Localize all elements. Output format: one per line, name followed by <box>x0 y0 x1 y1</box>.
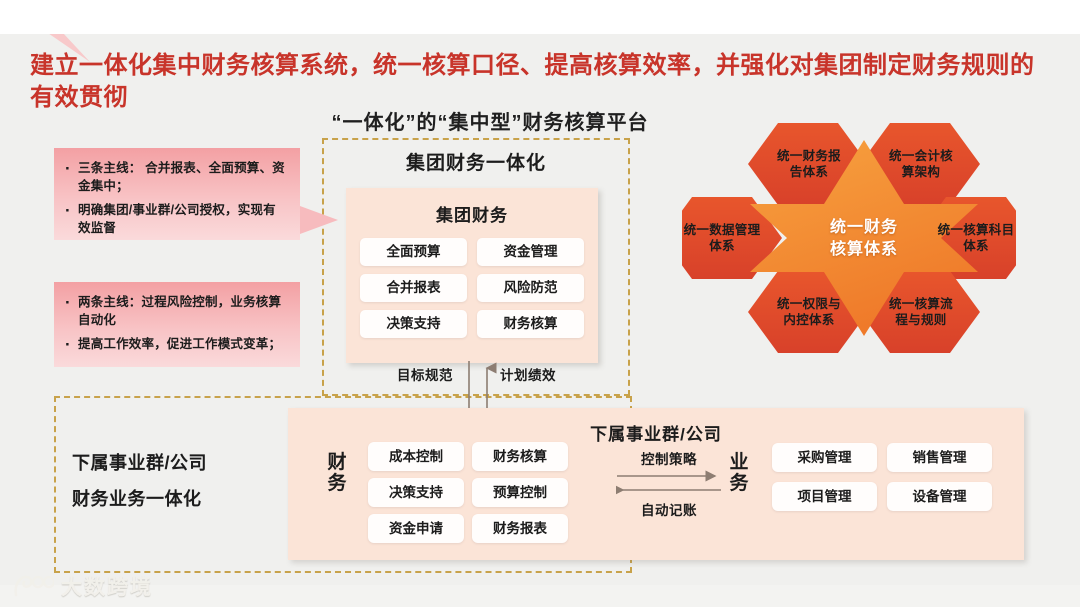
callout-1-bullet-2: 明确集团/事业群/公司授权，实现有效监督 <box>65 199 288 237</box>
subsidiary-label-line2: 财务业务一体化 <box>72 489 202 509</box>
flow-label-down: 目标规范 <box>397 368 453 383</box>
callout-bubble-1: 三条主线： 合并报表、全面预算、资金集中； 明确集团/事业群/公司授权，实现有效… <box>54 148 300 240</box>
group-chip[interactable]: 合并报表 <box>360 274 467 302</box>
group-finance-panel: 集团财务 全面预算 资金管理 合并报表 风险防范 决策支持 财务核算 <box>346 188 598 363</box>
business-chip[interactable]: 项目管理 <box>772 482 877 511</box>
watermark: 大数跨境 <box>12 571 153 601</box>
hexagram-diagram: 统一财务报告体系 统一会计核算架构 统一核算科目体系 统一核算流程与规则 统一权… <box>662 112 1036 364</box>
top-white-bar <box>0 0 1080 34</box>
callout-2-bullet-2: 提高工作效率，促进工作模式变革； <box>65 333 288 358</box>
callout-1-bullet-1: 三条主线： 合并报表、全面预算、资金集中； <box>65 157 288 195</box>
finance-chip[interactable]: 预算控制 <box>472 478 568 507</box>
group-chip[interactable]: 财务核算 <box>477 310 584 338</box>
subsidiary-panel-title: 下属事业群/公司 <box>590 425 722 444</box>
group-integration-label: 集团财务一体化 <box>405 153 546 174</box>
business-chip[interactable]: 设备管理 <box>887 482 992 511</box>
control-strategy-label: 控制策略 <box>641 452 697 467</box>
callout-bubble-2: 两条主线：过程风险控制，业务核算自动化 提高工作效率，促进工作模式变革； <box>54 282 300 367</box>
finance-chip[interactable]: 资金申请 <box>368 514 464 543</box>
finance-chip[interactable]: 财务报表 <box>472 514 568 543</box>
business-chip[interactable]: 销售管理 <box>887 443 992 472</box>
group-panel-title: 集团财务 <box>436 206 508 225</box>
platform-title: “一体化”的“集中型”财务核算平台 <box>331 112 649 134</box>
page-title: 建立一体化集中财务核算系统，统一核算口径、提高核算效率，并强化对集团制定财务规则… <box>30 52 1035 111</box>
watermark-text: 大数跨境 <box>61 576 153 599</box>
dashed-box-group <box>322 138 630 396</box>
horizontal-flow-arrows <box>616 470 721 496</box>
hexagon-left <box>662 197 782 279</box>
center-star <box>750 140 978 336</box>
hexagram-svg <box>662 123 1036 353</box>
subsidiary-integration-label: 下属事业群/公司 财务业务一体化 <box>72 445 287 517</box>
callout-1-tail <box>300 206 338 234</box>
finance-column-label: 财务 <box>327 452 347 494</box>
finance-chip[interactable]: 成本控制 <box>368 442 464 471</box>
group-chip-grid: 全面预算 资金管理 合并报表 风险防范 决策支持 财务核算 <box>346 226 598 338</box>
auto-bookkeeping-label: 自动记账 <box>641 503 697 518</box>
business-chip-grid: 采购管理 销售管理 项目管理 设备管理 <box>772 443 992 511</box>
subsidiary-label-line1: 下属事业群/公司 <box>72 453 208 473</box>
finance-chip-grid: 成本控制 财务核算 决策支持 预算控制 资金申请 财务报表 <box>368 442 568 543</box>
finance-chip[interactable]: 决策支持 <box>368 478 464 507</box>
callout-2-bullet-1: 两条主线：过程风险控制，业务核算自动化 <box>65 291 288 329</box>
group-chip[interactable]: 决策支持 <box>360 310 467 338</box>
brand-logo-icon <box>14 575 54 597</box>
business-column-label: 业务 <box>729 452 749 494</box>
flow-label-up: 计划绩效 <box>500 368 556 383</box>
business-chip[interactable]: 采购管理 <box>772 443 877 472</box>
group-chip[interactable]: 全面预算 <box>360 238 467 266</box>
bottom-bar <box>0 585 1080 607</box>
finance-chip[interactable]: 财务核算 <box>472 442 568 471</box>
group-chip[interactable]: 风险防范 <box>477 274 584 302</box>
group-chip[interactable]: 资金管理 <box>477 238 584 266</box>
